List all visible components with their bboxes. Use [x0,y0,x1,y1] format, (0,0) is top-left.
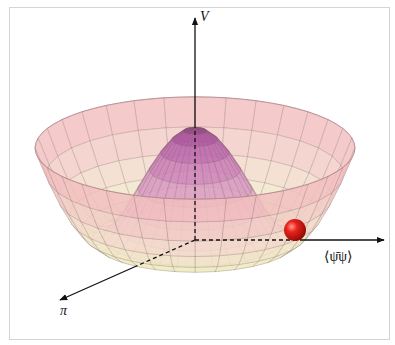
surface-patch [134,98,166,131]
card-frame [10,8,390,340]
v-axis-hidden [194,128,195,240]
surface-patch [195,128,199,134]
surface-patch [134,195,166,221]
surface-patch [195,134,199,146]
surface-patch [195,128,201,134]
surface-patch [195,256,220,268]
surface-patch [224,195,256,221]
v-axis [194,18,195,128]
surface-patch [186,164,195,185]
surface-patch [252,191,284,219]
surface-patch [195,97,226,128]
surface-patch [187,128,195,134]
surface-patch [166,221,195,241]
pion-axis [60,267,134,300]
surface-patch [195,198,226,222]
axis-label: π [58,303,69,318]
surface-patch [188,147,195,164]
vacuum-ball [284,219,306,241]
surface-patch [195,164,204,185]
surface-patch [106,191,138,219]
surface-patch [168,240,195,256]
surface-patch [189,128,195,134]
axis-label: V [198,9,211,24]
surface-patch [170,256,195,268]
surface-patch [224,98,256,131]
surface-patch [195,128,203,134]
surface-patch [138,218,168,240]
pion-axis-hidden [134,240,195,267]
surface-patch [195,221,224,241]
surface-patch [191,134,195,146]
surface-patch [164,97,195,128]
condensate-axis [300,239,384,240]
condensate-axis-hidden [195,239,300,240]
surface-patch [191,128,195,134]
surface-patch [195,147,202,164]
surface-patch [164,198,195,222]
surface-patch [195,240,222,256]
surface-patch [222,218,252,240]
axis-label: ⟨ψ̄ψ⟩ [322,249,354,264]
